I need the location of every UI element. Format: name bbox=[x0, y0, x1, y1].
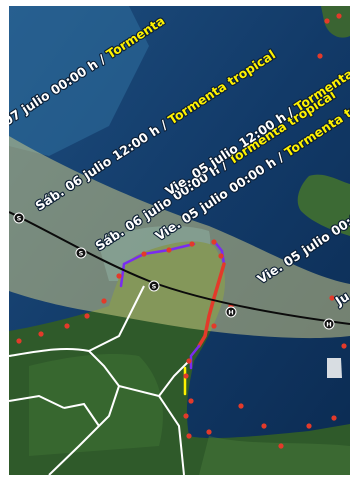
coast-dot bbox=[186, 433, 192, 439]
coast-dot bbox=[211, 239, 217, 245]
coast-dot bbox=[218, 253, 224, 259]
coast-dot bbox=[166, 247, 172, 253]
coast-dot bbox=[189, 241, 195, 247]
coast-dot bbox=[84, 313, 90, 319]
coast-dot bbox=[317, 53, 323, 59]
track-marker-h: H bbox=[225, 306, 237, 318]
coast-dot bbox=[261, 423, 267, 429]
cuba-landmass bbox=[297, 174, 350, 236]
coastal-watch-lines bbox=[119, 239, 226, 396]
coast-dot bbox=[238, 403, 244, 409]
coast-dot bbox=[64, 323, 70, 329]
coast-dot bbox=[206, 429, 212, 435]
coast-dot bbox=[101, 298, 107, 304]
track-marker-letter: S bbox=[79, 249, 84, 257]
track-marker-letter: H bbox=[326, 320, 331, 328]
track-markers: S S S H H bbox=[13, 212, 335, 330]
coast-dot bbox=[329, 295, 335, 301]
track-marker-s: S bbox=[148, 280, 160, 292]
coast-dot bbox=[186, 358, 192, 364]
track-marker-s: S bbox=[75, 247, 87, 259]
track-marker-letter: S bbox=[152, 282, 157, 290]
political-borders bbox=[9, 285, 190, 475]
coast-dot bbox=[336, 13, 342, 19]
track-marker-h: H bbox=[323, 318, 335, 330]
coast-dot bbox=[116, 273, 122, 279]
coast-dot bbox=[331, 415, 337, 421]
coast-dot bbox=[211, 323, 217, 329]
coast-dot bbox=[38, 331, 44, 337]
coast-dot bbox=[306, 423, 312, 429]
land-texture-2 bbox=[199, 436, 350, 475]
coast-dot bbox=[183, 413, 189, 419]
forecast-cone bbox=[9, 136, 350, 339]
track-marker-s: S bbox=[13, 212, 25, 224]
storm-track-line bbox=[9, 211, 350, 325]
coast-dot bbox=[16, 338, 22, 344]
coast-dot bbox=[141, 251, 147, 257]
coast-dot bbox=[341, 343, 347, 349]
coast-dot bbox=[278, 443, 284, 449]
track-marker-letter: H bbox=[228, 308, 233, 316]
coast-dot bbox=[183, 373, 189, 379]
continental-shelf-north bbox=[9, 6, 149, 156]
island-top-right bbox=[321, 6, 350, 38]
coast-dot bbox=[188, 398, 194, 404]
island-small bbox=[327, 358, 342, 378]
land-texture bbox=[29, 354, 163, 456]
track-marker-letter: S bbox=[17, 214, 22, 222]
coast-dot bbox=[324, 18, 330, 24]
